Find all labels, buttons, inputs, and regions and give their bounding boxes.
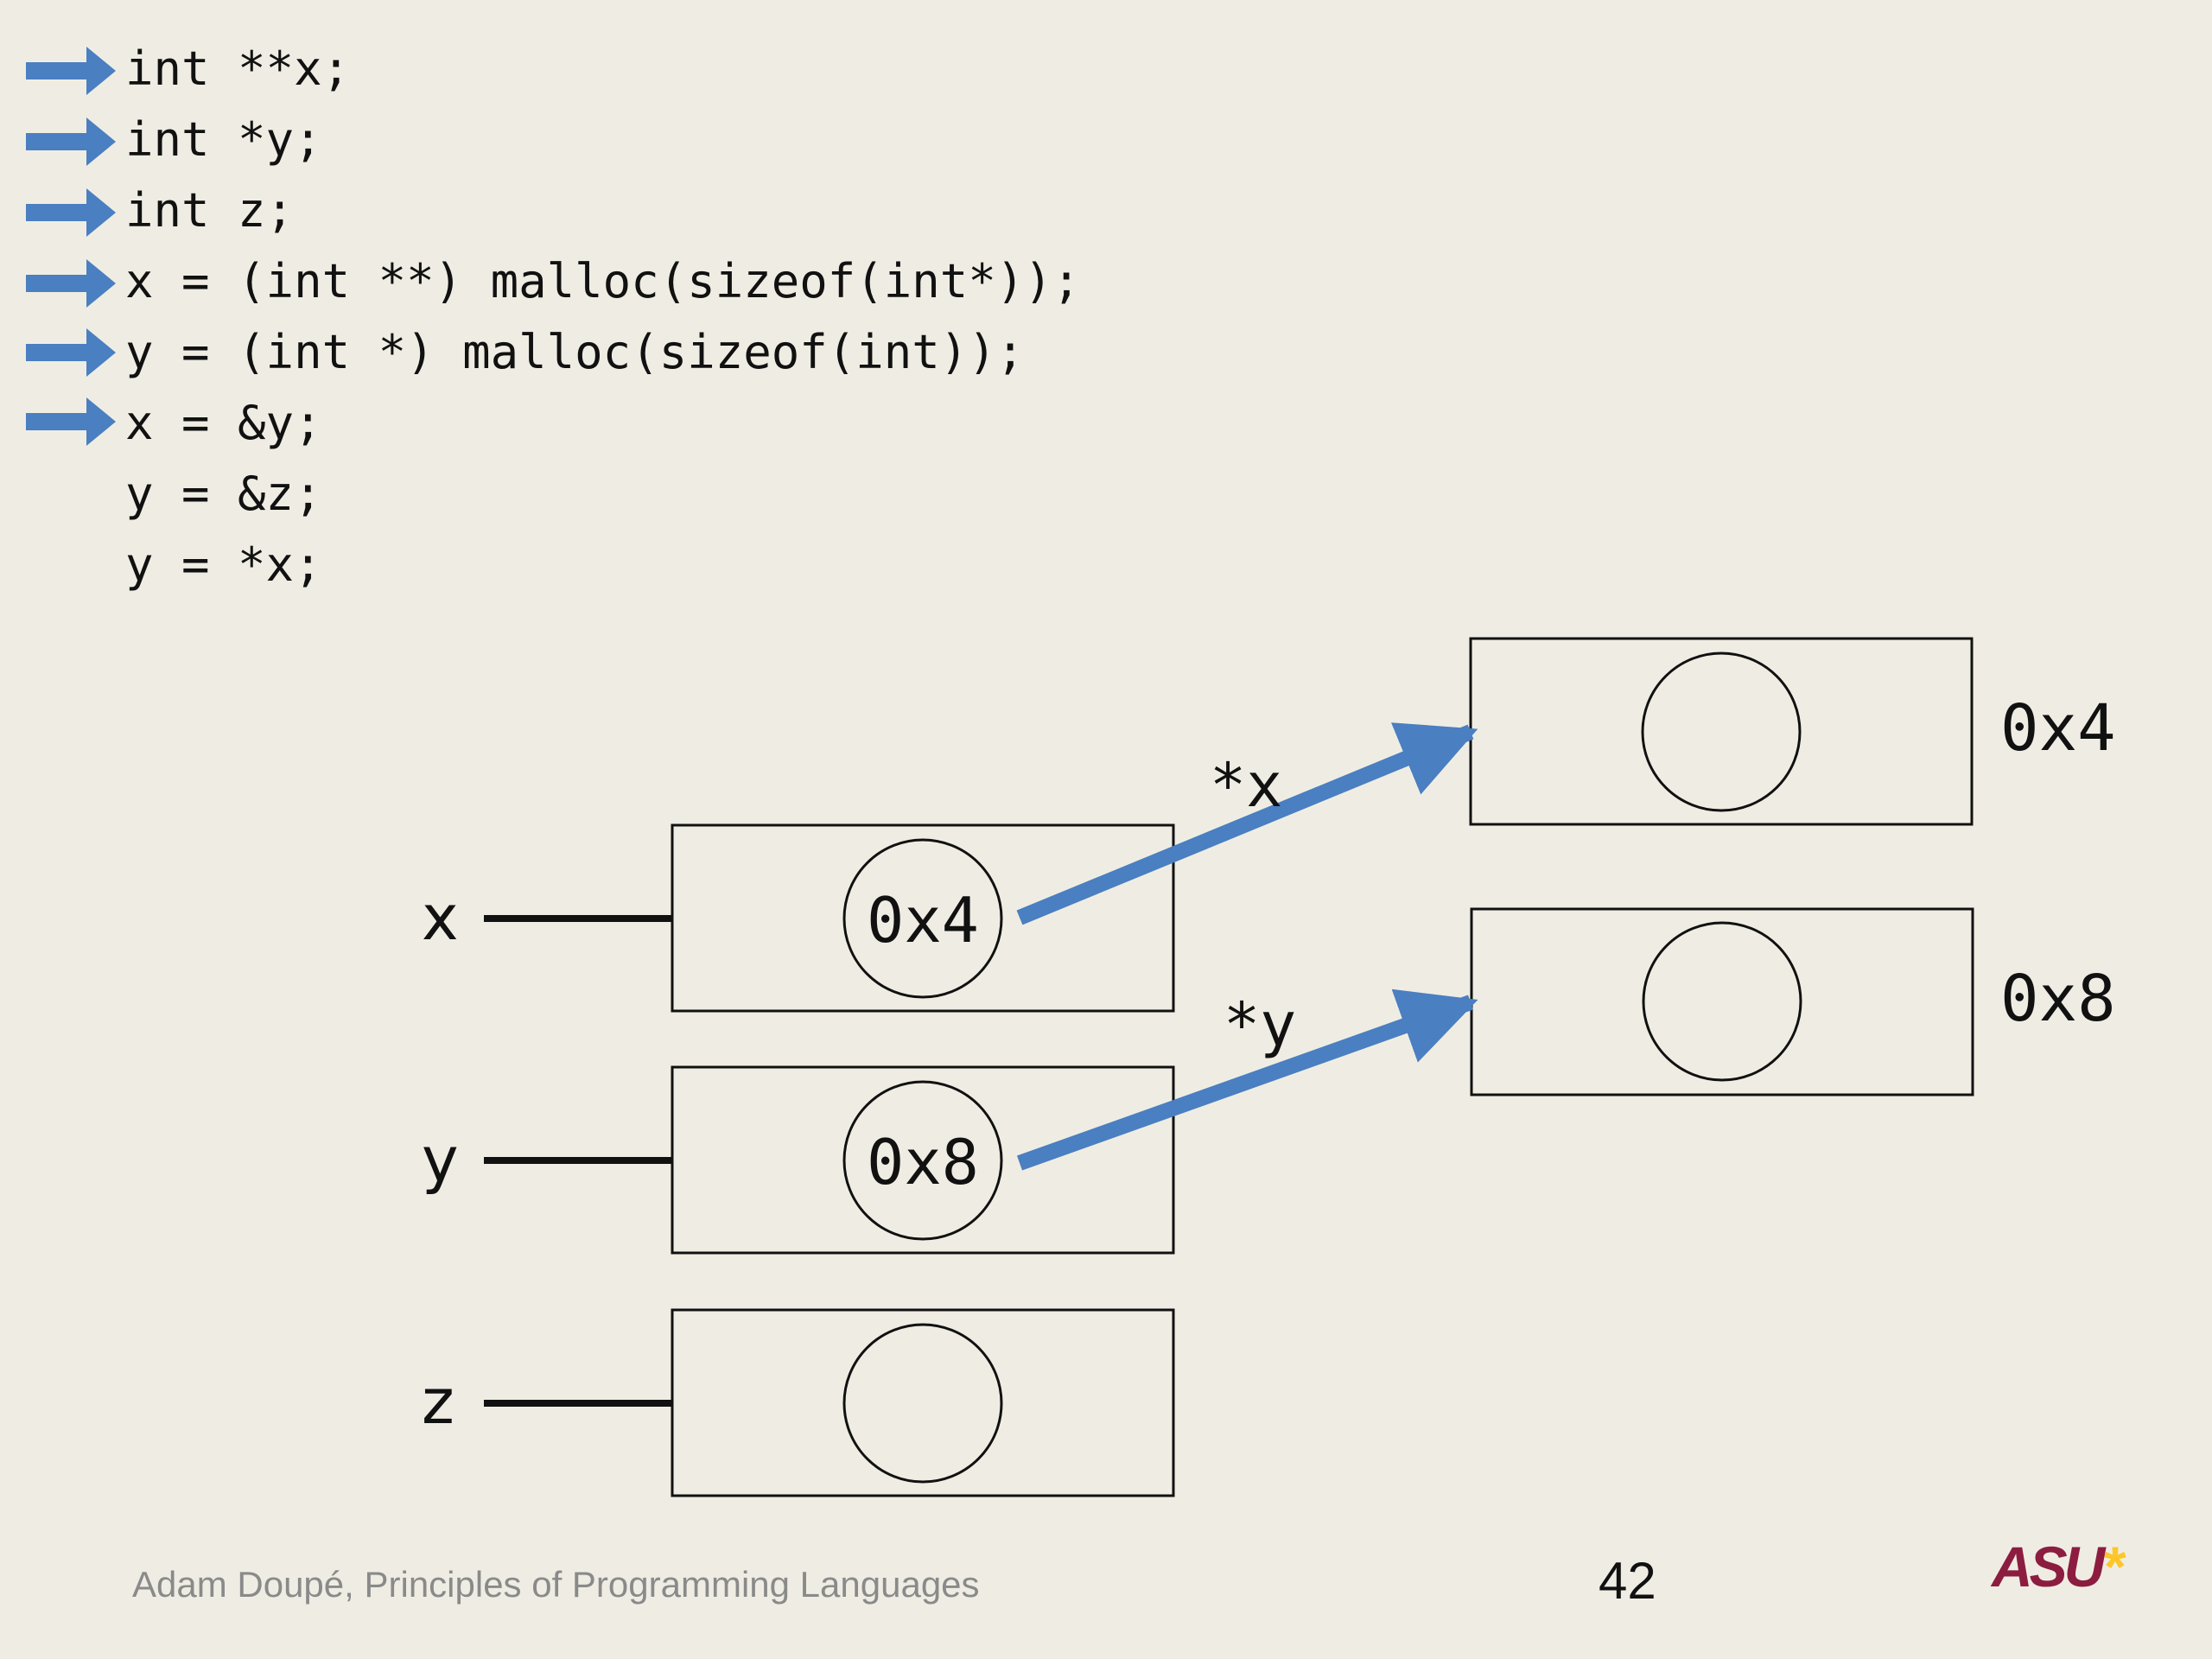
code-line-7: y = &z;: [125, 467, 322, 521]
asu-logo: ASU*: [1992, 1535, 2124, 1599]
code-line-1: int **x;: [125, 41, 351, 96]
heap-address-0x8: 0x8: [2000, 962, 2116, 1036]
heap-0x4-value-circle: [1641, 652, 1802, 812]
code-line-2: int *y;: [125, 112, 322, 167]
code-line-5: y = (int *) malloc(sizeof(int));: [125, 325, 1025, 379]
heap-0x8-value-circle: [1642, 921, 1802, 1082]
deref-label-x: *x: [1210, 750, 1282, 821]
deref-label-y: *y: [1224, 989, 1296, 1060]
heap-address-0x4: 0x4: [2000, 691, 2116, 766]
code-line-4: x = (int **) malloc(sizeof(int*));: [125, 254, 1081, 308]
executed-line-arrow-icon: [26, 259, 116, 308]
var-y-value-circle: [842, 1080, 1003, 1241]
footer-author-course: Adam Doupé, Principles of Programming La…: [132, 1564, 980, 1605]
var-y-box: [671, 1065, 1175, 1255]
pointer-arrow-x: [1016, 722, 1478, 925]
executed-line-arrow-icon: [26, 328, 116, 377]
page-number: 42: [1599, 1552, 1656, 1610]
code-line-3: int z;: [125, 183, 295, 238]
var-x-value: 0x4: [867, 884, 979, 957]
var-z-box: [671, 1308, 1175, 1497]
var-label-x: x: [422, 881, 459, 954]
code-line-8: y = *x;: [125, 537, 322, 592]
var-x-value-circle: [842, 838, 1003, 999]
var-z-value-circle: [842, 1323, 1003, 1484]
code-line-6: x = &y;: [125, 396, 322, 450]
executed-line-arrow-icon: [26, 47, 116, 95]
var-label-z: z: [422, 1365, 454, 1438]
heap-box-0x8: [1470, 907, 1974, 1096]
pointer-arrow-y: [1016, 988, 1478, 1171]
executed-line-arrow-icon: [26, 188, 116, 237]
heap-box-0x4: [1469, 637, 1974, 826]
var-x-box: [671, 823, 1175, 1013]
var-y-value: 0x8: [867, 1126, 979, 1198]
executed-line-arrow-icon: [26, 118, 116, 166]
var-label-y: y: [422, 1123, 459, 1196]
executed-line-arrow-icon: [26, 397, 116, 446]
